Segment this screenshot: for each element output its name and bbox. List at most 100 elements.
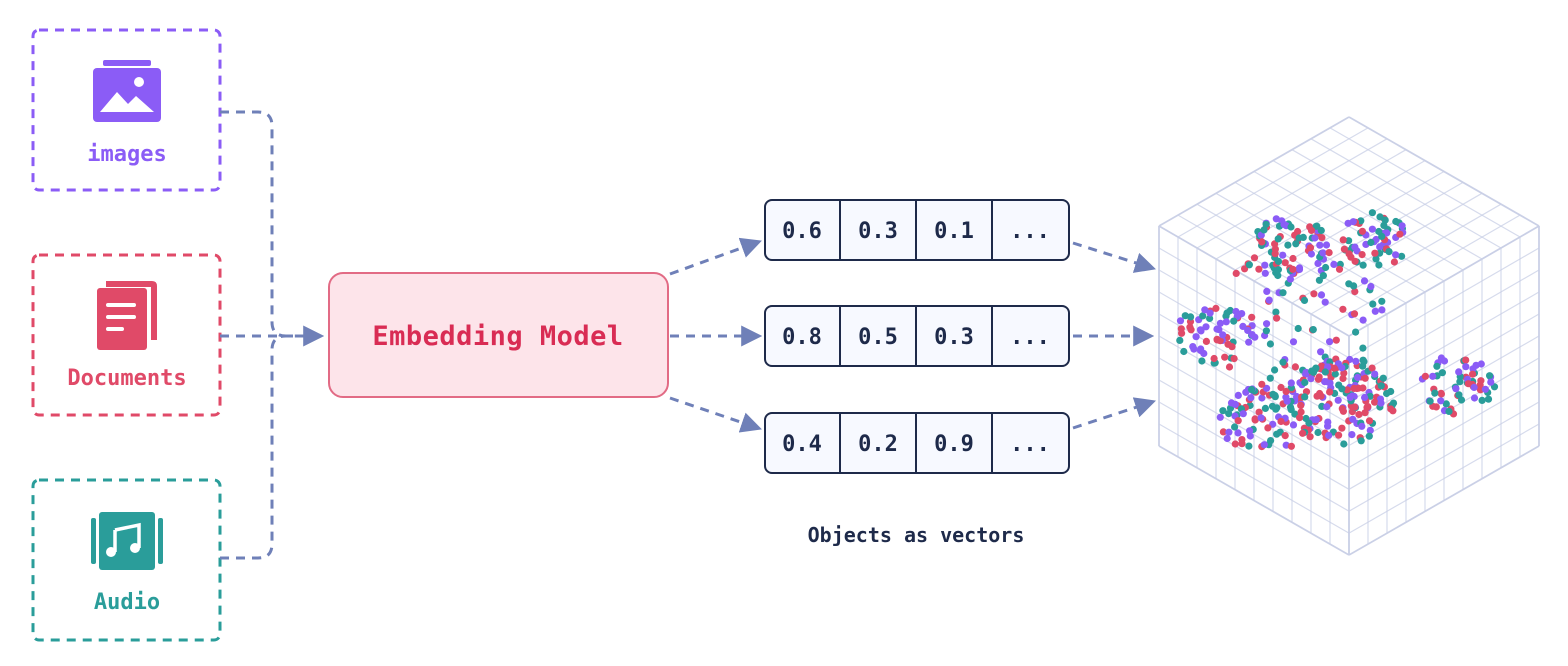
vector-point [1287,379,1295,387]
vector-point [1196,346,1205,355]
vector-point [1219,428,1227,436]
vector-point [1305,419,1313,427]
vector-point [1352,328,1360,336]
vector-point [1349,415,1357,423]
vector-point [1477,377,1485,385]
vector-point [1378,297,1386,305]
vector-point [1309,368,1318,376]
vector-point [1368,364,1376,372]
vector-point [1486,372,1494,380]
vector-point [1338,364,1346,372]
vector-cell: 0.5 [858,325,898,350]
vector-point [1291,363,1299,371]
vector-point [1390,258,1398,266]
vector-point [1250,254,1259,262]
vector-point [1201,306,1209,314]
vector-row-1: 0.6 0.3 0.1 ... [764,199,1070,261]
vector-point [1358,251,1366,259]
vector-point [1335,265,1344,273]
vector-cell: 0.1 [934,219,974,244]
vector-cell: 0.3 [934,325,974,350]
vector-point [1431,389,1439,397]
vector-point [1262,327,1270,335]
vector-point [1261,269,1269,277]
vector-point [1330,364,1338,372]
vector-point [1359,362,1367,370]
vector-point [1359,316,1367,324]
vector-point [1339,236,1347,244]
vector-point [1433,362,1441,370]
vector-point [1484,395,1493,403]
vector-point [1248,331,1256,339]
vector-point [1375,227,1383,236]
vector-point [1314,259,1322,267]
vector-point [1272,215,1280,223]
vector-point [1289,338,1298,346]
vector-point [1312,416,1320,424]
vector-point [1219,331,1227,339]
vector-point [1271,366,1279,374]
vector-point [1365,417,1374,425]
vector-point [1230,355,1238,363]
vector-point [1186,323,1194,331]
vector-point [1464,380,1472,388]
vector-point [1311,234,1319,242]
vector-point [1429,372,1437,380]
vector-point [1216,337,1224,345]
vector-point [1310,290,1318,298]
vector-point [1470,394,1479,402]
input-connectors [220,110,325,560]
vector-point [1212,304,1220,312]
vector-point [1202,323,1210,331]
vector-point [1325,249,1333,257]
vector-point [1282,387,1290,396]
vector-point [1196,326,1205,334]
vector-point [1455,368,1463,376]
vector-point [1338,405,1346,413]
vector-point [1398,222,1406,230]
vector-point [1274,266,1282,274]
vector-point [1331,370,1339,378]
vector-point [1470,383,1478,391]
vector-point [1231,440,1239,448]
vector-point [1255,408,1263,416]
vector-point [1462,356,1470,364]
vector-cell: 0.9 [934,432,974,457]
vector-point [1224,340,1232,348]
vector-point [1189,343,1197,351]
vector-point [1452,385,1460,393]
vector-point [1340,440,1348,448]
vector-point [1234,391,1242,399]
vector-point [1398,252,1406,260]
vector-point [1350,310,1359,318]
vector-point [1359,261,1367,269]
vector-point [1367,238,1375,247]
vector-point [1345,237,1353,245]
input-label-audio: Audio [94,590,160,615]
vector-point [1361,393,1369,402]
vector-point [1297,401,1305,409]
vector-point [1281,259,1289,267]
vector-point [1317,291,1326,299]
3d-vector-space-icon [1158,116,1540,556]
vector-point [1378,306,1386,314]
vector-point [1462,363,1470,371]
vector-point [1332,336,1340,344]
vector-point [1263,287,1271,295]
vector-point [1371,398,1379,406]
vector-point [1326,388,1334,396]
vector-cell: ... [1010,325,1050,350]
vector-point [1221,353,1229,361]
vector-point [1274,235,1282,243]
vector-point [1312,222,1320,230]
vector-point [1438,369,1446,377]
vector-point [1271,245,1279,253]
vector-point [1315,276,1323,284]
vector-point [1222,318,1230,326]
vector-point [1177,325,1185,333]
vector-point [1232,307,1240,316]
vector-point [1286,403,1295,411]
vector-point [1248,313,1256,321]
vector-point [1307,226,1316,234]
vector-point [1369,300,1377,308]
